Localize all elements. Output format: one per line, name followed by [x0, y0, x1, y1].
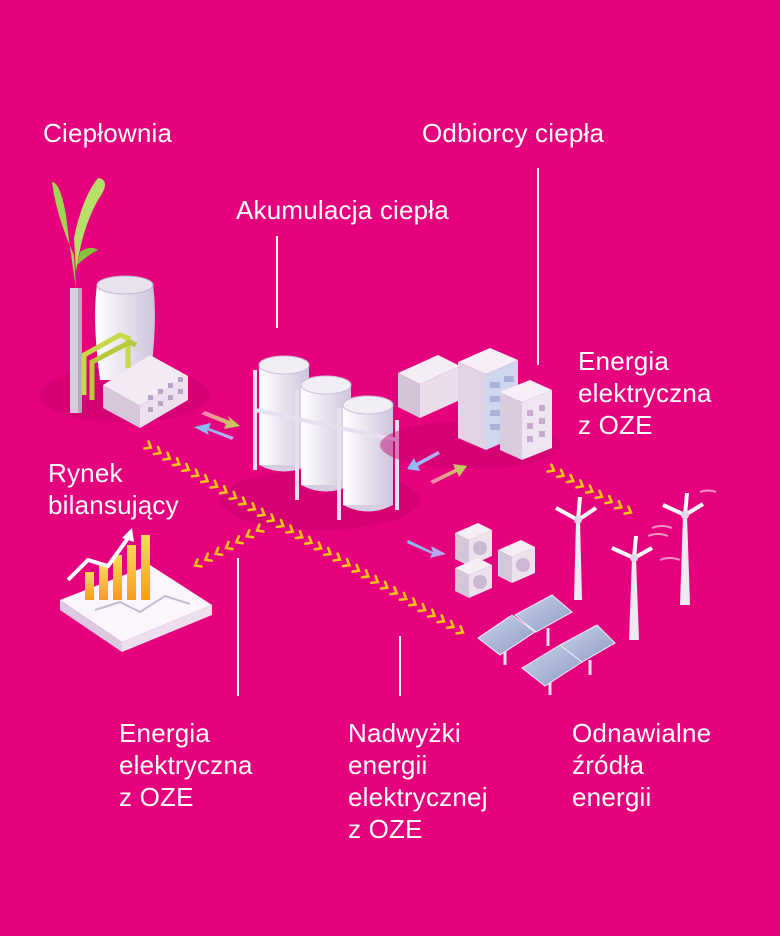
label-odnawialne-zrodla: Odnawialne źródła energii [572, 717, 711, 813]
flow-chevron [193, 558, 203, 568]
flow-chevron [214, 546, 224, 557]
label-line: Energia [119, 718, 211, 748]
label-cieplownia: Ciepłownia [43, 117, 172, 149]
label-energia-elektryczna-top: Energia elektryczna z OZE [578, 345, 712, 441]
flow-chevron [445, 619, 456, 630]
heat-consumers-buildings-icon [380, 348, 560, 469]
flow-chevron [360, 569, 371, 579]
label-odbiorcy-text: Odbiorcy ciepła [422, 118, 605, 148]
flow-chevron [332, 552, 342, 562]
flow-chevron [426, 608, 437, 618]
flow-chevron [555, 468, 566, 479]
label-line: energii [348, 750, 428, 780]
label-line: Nadwyżki [348, 718, 461, 748]
flow-chevron [313, 541, 323, 551]
flow-chevron [285, 524, 295, 534]
flow-chevron [370, 574, 380, 585]
flow-chevron [171, 457, 182, 467]
flow-chevron [266, 513, 276, 523]
balancing-market-chart-icon [60, 528, 212, 652]
label-line: elektryczna [578, 378, 712, 408]
heat-pumps-icon [455, 523, 535, 598]
flow-chevron [224, 540, 234, 551]
flow-chevron [594, 489, 604, 500]
flow-chevron [275, 518, 286, 529]
label-line: z OZE [119, 782, 194, 812]
flow-chevron [209, 479, 219, 489]
flow-chevron [575, 479, 585, 489]
wind-turbines-icon [555, 489, 717, 640]
label-line: energii [572, 782, 652, 812]
label-line: elektryczna [119, 750, 253, 780]
flow-chevron [623, 505, 633, 515]
flow-chevron [237, 496, 248, 506]
label-rynek-bilansujacy: Rynek bilansujący [48, 457, 179, 521]
label-odbiorcy-ciepla: Odbiorcy ciepła [422, 117, 604, 149]
flow-chevron [181, 462, 191, 473]
label-nadwyzki-energii: Nadwyżki energii elektrycznej z OZE [348, 717, 488, 845]
flow-chevron [322, 546, 333, 557]
flow-chevron [294, 529, 304, 540]
flow-chevron [245, 529, 255, 539]
flow-chevron [190, 468, 200, 478]
label-akumulacja-ciepla: Akumulacja ciepła [236, 194, 449, 226]
flow-chevron [228, 490, 238, 501]
flow-chevron [565, 473, 576, 484]
label-cieplownia-text: Ciepłownia [43, 118, 173, 148]
flow-chevron [584, 484, 595, 494]
flow-chevron [247, 501, 257, 512]
flow-chevron [389, 586, 399, 596]
flow-chevron [455, 625, 465, 635]
leader-line-energia-bottom [237, 558, 239, 696]
label-line: z OZE [348, 814, 423, 844]
leader-line-akumulacja [276, 236, 278, 328]
flow-chevron [218, 485, 229, 495]
leader-line-nadwyzki [399, 636, 401, 696]
flow-chevron [303, 535, 314, 545]
label-line: Odnawialne [572, 718, 712, 748]
label-line: źródła [572, 750, 645, 780]
label-line: Rynek [48, 458, 123, 488]
energy-flow-arrows [143, 440, 633, 635]
flow-chevron [203, 552, 214, 563]
label-line: Energia [578, 346, 670, 376]
flow-chevron [407, 597, 418, 607]
flow-chevron [379, 580, 390, 590]
flow-chevron [546, 463, 556, 473]
solar-panels-icon [477, 594, 616, 695]
label-line: bilansujący [48, 490, 179, 520]
flow-chevron [256, 507, 267, 517]
flow-chevron [162, 451, 172, 461]
flow-chevron [613, 500, 624, 510]
flow-chevron [604, 494, 614, 505]
flow-chevron [398, 591, 408, 602]
heat-storage-tanks-icon [220, 355, 420, 530]
flow-chevron [143, 440, 153, 450]
heat-plant-icon [40, 178, 210, 428]
exchange-arrows-icon [194, 411, 467, 558]
flow-chevron [255, 523, 265, 533]
label-line: z OZE [578, 410, 653, 440]
flow-chevron [152, 445, 163, 456]
flow-chevron [351, 563, 361, 573]
flow-chevron [417, 602, 427, 613]
flow-chevron [199, 473, 210, 484]
label-line: elektrycznej [348, 782, 488, 812]
flow-chevron [436, 614, 446, 624]
label-akumulacja-text: Akumulacja ciepła [236, 195, 449, 225]
flow-chevron [234, 534, 245, 545]
leader-line-odbiorcy [537, 168, 539, 365]
flow-chevron [341, 557, 352, 568]
label-energia-elektryczna-bottom: Energia elektryczna z OZE [119, 717, 253, 813]
